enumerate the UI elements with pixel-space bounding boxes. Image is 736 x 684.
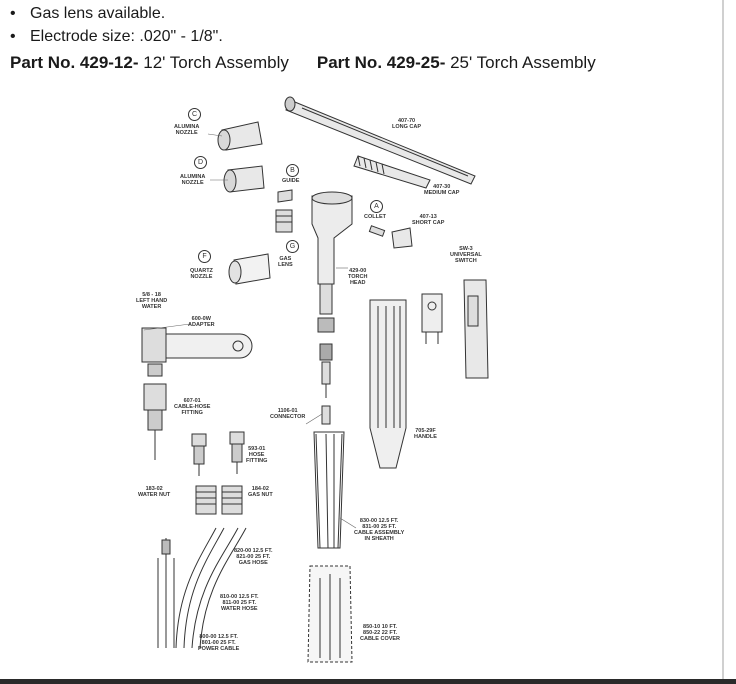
parts-drawing <box>141 96 489 663</box>
label-cable-hose-fitting: 607-01 CABLE-HOSE FITTING <box>174 398 211 416</box>
callout-b: B <box>286 164 299 177</box>
part-25-prefix: Part No. <box>316 53 387 72</box>
label-power-cable: 800-00 12.5 FT. 801-00 25 FT. POWER CABL… <box>198 634 240 652</box>
label-gas-hose: 820-00 12.5 FT. 821-00 25 FT. GAS HOSE <box>234 548 273 566</box>
cable-hose-fitting-part <box>143 383 167 460</box>
handle-part <box>369 299 407 469</box>
label-medium-cap: 407-30 MEDIUM CAP <box>424 184 460 196</box>
label-water-hose: 810-00 12.5 FT. 811-00 25 FT. WATER HOSE <box>220 594 259 612</box>
gas-nut-part <box>221 485 243 515</box>
part-12-desc: 12' Torch Assembly <box>138 53 289 72</box>
quartz-nozzle-part <box>228 253 271 285</box>
label-long-cap: 407-70 LONG CAP <box>392 118 422 130</box>
label-gas-nut: 184-02 GAS NUT <box>248 486 273 498</box>
callout-d: D <box>194 156 207 169</box>
feature-item: Electrode size: .020" - 1/8". <box>10 25 223 48</box>
hose-fitting-left-part <box>191 433 207 476</box>
callout-g: G <box>286 240 299 253</box>
label-gas-lens: GAS LENS <box>278 256 293 268</box>
hose-fitting-right-part <box>229 431 245 474</box>
universal-switch-part <box>463 279 489 379</box>
part-25-desc: 25' Torch Assembly <box>445 53 596 72</box>
bottom-bar <box>0 679 736 684</box>
short-cap-part <box>391 227 413 249</box>
connector-part <box>313 405 345 549</box>
part-12: Part No. 429-12- 12' Torch Assembly <box>10 53 289 72</box>
torch-head-part <box>311 191 353 398</box>
long-cap-part <box>284 96 476 185</box>
label-guide: GUIDE <box>282 178 300 184</box>
switch-tab-part <box>421 293 443 344</box>
label-universal-switch: SW-3 UNIVERSAL SWITCH <box>450 246 482 264</box>
label-adapter: 600-0W ADAPTER <box>188 316 215 328</box>
label-water-nut: 183-02 WATER NUT <box>138 486 171 498</box>
medium-cap-part <box>353 155 431 189</box>
callout-f: F <box>198 250 211 263</box>
label-alumina-nozzle-c: ALUMINA NOZZLE <box>174 124 200 136</box>
exploded-torch-diagram: C D B A F G ALUMINA NOZZLE ALUMINA NOZZL… <box>130 88 500 668</box>
part-25-number: 429-25- <box>386 53 446 72</box>
gas-lens-part <box>275 209 293 233</box>
feature-item: Gas lens available. <box>10 2 223 25</box>
label-handle: 705-29F HANDLE <box>414 428 437 440</box>
part-12-prefix: Part No. <box>10 53 80 72</box>
page-right-edge <box>722 0 724 684</box>
label-cable-cover: 850-10 10 FT. 850-22 22 FT. CABLE COVER <box>360 624 401 642</box>
hoses-and-cable-part <box>157 527 247 649</box>
alumina-nozzle-c-part <box>217 121 263 151</box>
label-cable-assembly-sheath: 830-00 12.5 FT. 831-00 25 FT. CABLE ASSE… <box>354 518 405 542</box>
label-quartz-nozzle: QUARTZ NOZZLE <box>190 268 213 280</box>
label-short-cap: 407-13 SHORT CAP <box>412 214 445 226</box>
label-collet: COLLET <box>364 214 386 220</box>
label-hose-fitting: 593-01 HOSE FITTING <box>246 446 268 464</box>
part-12-number: 429-12- <box>79 53 139 72</box>
cable-cover-part <box>307 565 353 663</box>
label-alumina-nozzle-d: ALUMINA NOZZLE <box>180 174 206 186</box>
callout-c: C <box>188 108 201 121</box>
part-25: Part No. 429-25- 25' Torch Assembly <box>317 53 596 72</box>
label-torch-head: 429-00 TORCH HEAD <box>348 268 368 286</box>
collet-part <box>368 225 386 237</box>
label-left-hand-water: 5/8 - 18 LEFT HAND WATER <box>136 292 168 310</box>
label-connector: 1106-01 CONNECTOR <box>270 408 306 420</box>
guide-part <box>277 189 293 203</box>
callout-a: A <box>370 200 383 213</box>
alumina-nozzle-d-part <box>223 165 265 193</box>
feature-list: Gas lens available. Electrode size: .020… <box>10 2 223 48</box>
adapter-part <box>141 327 253 377</box>
water-nut-part <box>195 485 217 515</box>
